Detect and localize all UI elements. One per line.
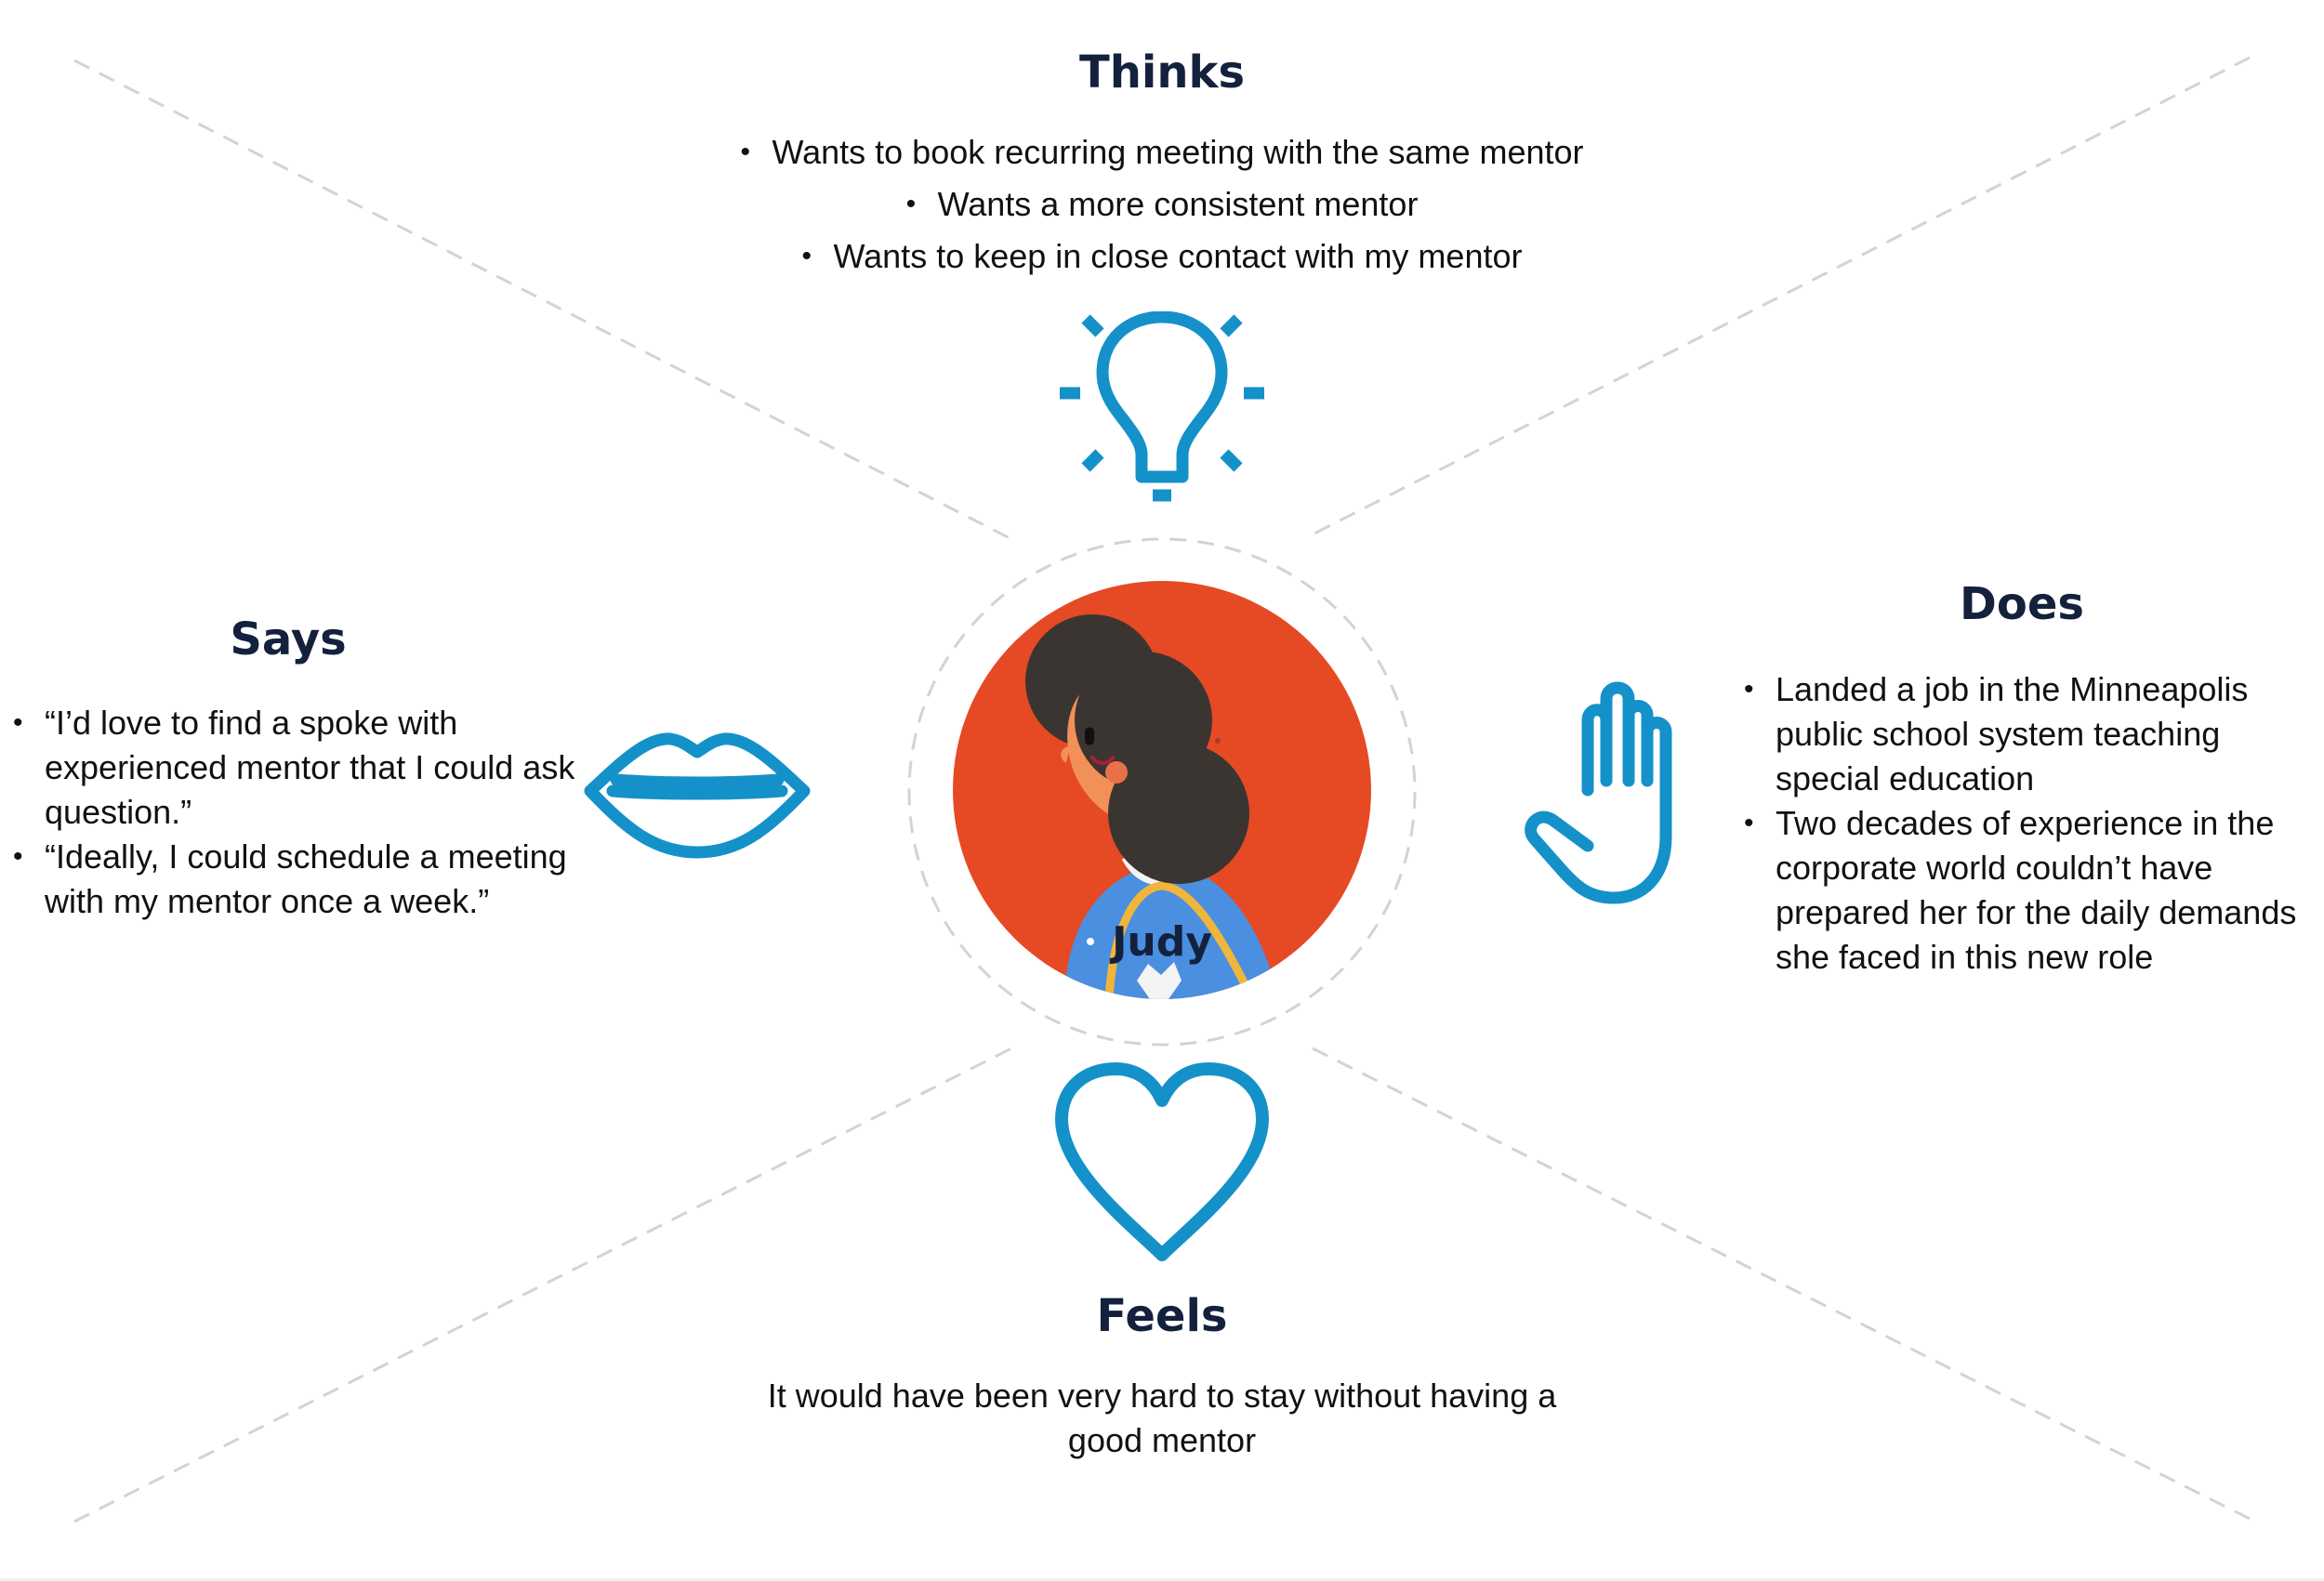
thinks-item: Wants a more consistent mentor [906, 182, 1419, 227]
says-heading: Says [230, 613, 347, 665]
thinks-list: Wants to book recurring meeting with the… [604, 130, 1720, 286]
divider-line [1312, 1047, 2251, 1521]
lightbulb-icon [1060, 311, 1264, 502]
persona-avatar [953, 581, 1371, 999]
persona-ring [907, 537, 1417, 1047]
does-list: Landed a job in the Minneapolis public s… [1744, 667, 2302, 980]
divider-line [73, 1047, 1012, 1523]
divider-line [73, 59, 1012, 541]
says-item: “Ideally, I could schedule a meeting wit… [13, 835, 589, 924]
thinks-item: Wants to keep in close contact with my m… [802, 234, 1523, 279]
divider-line [1312, 56, 2251, 536]
thinks-item: Wants to book recurring meeting with the… [740, 130, 1583, 175]
does-item: Two decades of experience in the corpora… [1744, 801, 2302, 980]
footer-divider [0, 1578, 2324, 1581]
feels-text: It would have been very hard to stay wit… [767, 1377, 1557, 1459]
does-heading: Does [1960, 578, 2084, 630]
persona-name: Judy [1112, 918, 1212, 966]
says-item: “I’d love to find a spoke with experienc… [13, 701, 589, 835]
feels-heading: Feels [1096, 1290, 1228, 1342]
says-list: “I’d love to find a spoke with experienc… [13, 701, 589, 924]
hand-icon [1525, 681, 1672, 904]
lips-icon [584, 732, 811, 859]
thinks-heading: Thinks [1078, 46, 1246, 99]
does-item: Landed a job in the Minneapolis public s… [1744, 667, 2302, 801]
heart-icon [1055, 1062, 1269, 1261]
